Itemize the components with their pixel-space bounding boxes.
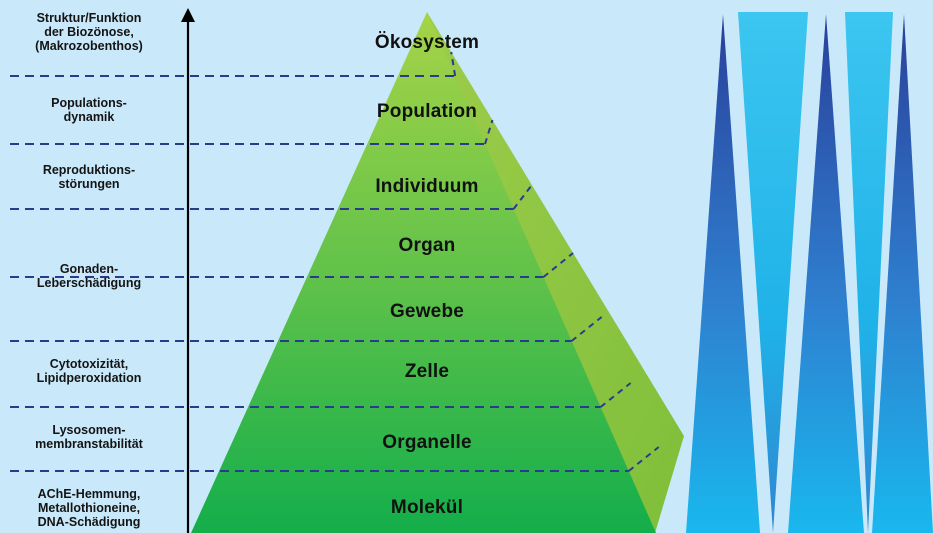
level-label-organ: Organ: [307, 235, 547, 257]
endpoint-label-2: Populations- dynamik: [4, 96, 174, 124]
endpoint-label-4: Gonaden- Leberschädigung: [4, 262, 174, 290]
pyramid-front-face: [191, 12, 656, 533]
endpoint-label-6: Lysosomen- membranstabilität: [4, 423, 174, 451]
endpoint-label-1: Struktur/Funktion der Biozönose, (Makroz…: [4, 11, 174, 53]
level-label-individuum: Individuum: [307, 176, 547, 198]
endpoint-label-5: Cytotoxizität, Lipidperoxidation: [4, 357, 174, 385]
level-label-molekuel: Molekül: [307, 497, 547, 519]
level-label-gewebe: Gewebe: [307, 301, 547, 323]
level-label-zelle: Zelle: [307, 361, 547, 383]
level-label-oekosystem: Ökosystem: [307, 32, 547, 54]
endpoint-label-3: Reproduktions- störungen: [4, 163, 174, 191]
level-label-organelle: Organelle: [307, 432, 547, 454]
endpoint-label-7: AChE-Hemmung, Metallothioneine, DNA-Schä…: [4, 487, 174, 529]
axis-arrow-head: [181, 8, 195, 22]
level-label-population: Population: [307, 101, 547, 123]
